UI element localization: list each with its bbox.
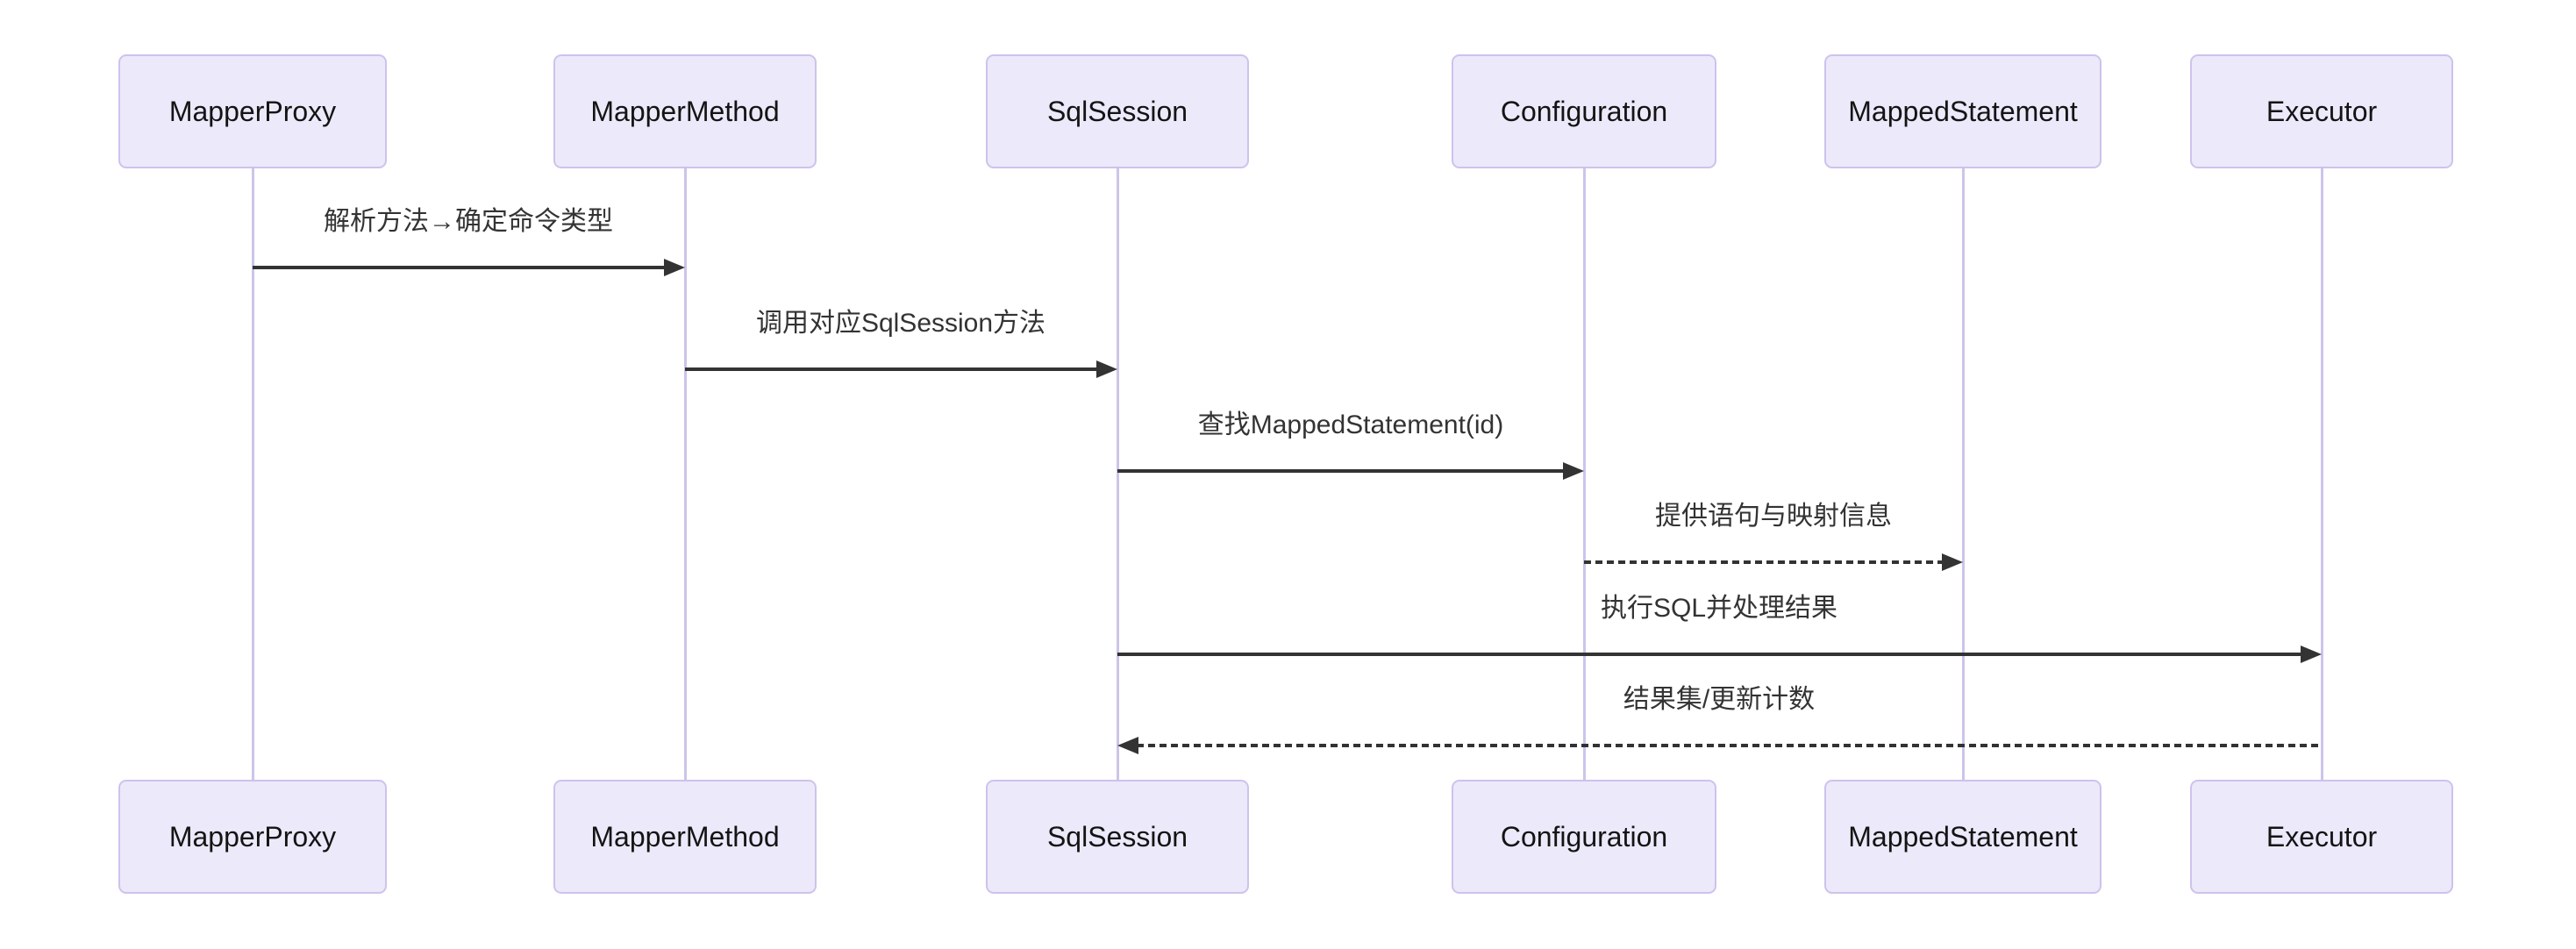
- actor-bottom-mapper-proxy: MapperProxy: [118, 780, 387, 894]
- actor-label: MappedStatement: [1848, 820, 2078, 853]
- actor-top-mapped-statement: MappedStatement: [1824, 54, 2101, 168]
- lifeline-configuration: [1582, 168, 1586, 780]
- message-2-label: 调用对应SqlSession方法: [755, 309, 1046, 338]
- actor-bottom-sql-session: SqlSession: [986, 780, 1249, 894]
- actor-label: Executor: [2266, 820, 2378, 853]
- message-5-arrowhead-right-icon: [2301, 646, 2322, 663]
- message-1-label: 解析方法→确定命令类型: [324, 207, 613, 236]
- lifeline-sql-session: [1116, 168, 1119, 780]
- message-4-label: 提供语句与映射信息: [1655, 502, 1892, 531]
- lifeline-mapped-statement: [1961, 168, 1965, 780]
- message-5-label: 执行SQL并处理结果: [1600, 594, 1838, 623]
- actor-label: SqlSession: [1046, 95, 1188, 127]
- message-1-line: [253, 266, 666, 269]
- message-3-label: 查找MappedStatement(id): [1197, 410, 1504, 439]
- message-4-line: [1584, 560, 1944, 564]
- message-2-arrowhead-right-icon: [1096, 360, 1117, 378]
- lifeline-mapper-method: [683, 168, 687, 780]
- actor-top-executor: Executor: [2190, 54, 2453, 168]
- actor-label: Configuration: [1500, 820, 1668, 853]
- actor-label: Executor: [2266, 95, 2378, 127]
- actor-top-configuration: Configuration: [1452, 54, 1716, 168]
- actor-bottom-mapper-method: MapperMethod: [553, 780, 817, 894]
- actor-top-mapper-method: MapperMethod: [553, 54, 817, 168]
- actor-label: MapperMethod: [590, 95, 780, 127]
- actor-label: MapperMethod: [590, 820, 780, 853]
- message-6-label: 结果集/更新计数: [1623, 685, 1816, 714]
- actor-bottom-configuration: Configuration: [1452, 780, 1716, 894]
- message-2-line: [685, 367, 1098, 371]
- actor-top-sql-session: SqlSession: [986, 54, 1249, 168]
- actor-label: MappedStatement: [1848, 95, 2078, 127]
- actor-label: MapperProxy: [168, 820, 337, 853]
- message-5-line: [1117, 653, 2302, 656]
- actor-label: Configuration: [1500, 95, 1668, 127]
- actor-bottom-executor: Executor: [2190, 780, 2453, 894]
- message-3-line: [1117, 469, 1565, 473]
- message-3-arrowhead-right-icon: [1563, 462, 1584, 480]
- lifeline-mapper-proxy: [251, 168, 254, 780]
- message-1-arrowhead-right-icon: [664, 259, 685, 276]
- message-6-arrowhead-left-icon: [1117, 737, 1138, 754]
- message-6-line: [1137, 744, 2322, 747]
- actor-label: MapperProxy: [168, 95, 337, 127]
- actor-top-mapper-proxy: MapperProxy: [118, 54, 387, 168]
- message-4-arrowhead-right-icon: [1942, 553, 1963, 571]
- lifeline-executor: [2320, 168, 2323, 780]
- actor-label: SqlSession: [1046, 820, 1188, 853]
- actor-bottom-mapped-statement: MappedStatement: [1824, 780, 2101, 894]
